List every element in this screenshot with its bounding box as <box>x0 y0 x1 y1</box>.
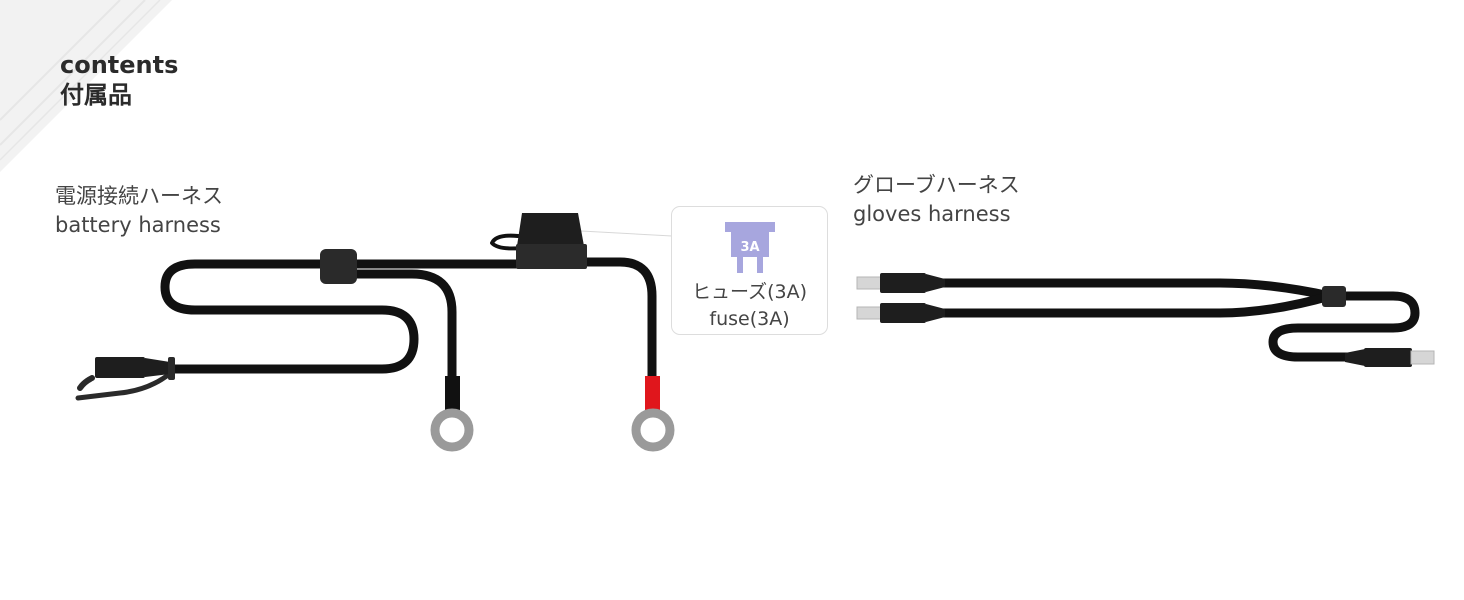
sae-connector <box>75 357 175 401</box>
fuse-label-en: fuse(3A) <box>709 308 790 330</box>
battery-harness <box>160 233 657 383</box>
gloves-harness-label: グローブハーネス gloves harness <box>853 171 1020 229</box>
positive-ring-terminal <box>631 376 675 452</box>
gloves-main-cable <box>1268 291 1420 362</box>
battery-junction-boot <box>320 249 357 284</box>
battery-harness-label-ja: 電源接続ハーネス <box>55 184 223 208</box>
gloves-harness-label-en: gloves harness <box>853 202 1011 226</box>
fuse-wire-loop <box>490 233 524 251</box>
gloves-splitter-boot <box>1322 286 1346 307</box>
positive-cable <box>575 257 657 383</box>
heading-english: contents <box>60 51 179 79</box>
negative-ring-terminal <box>430 376 474 452</box>
fuse-label-ja: ヒューズ(3A) <box>692 281 807 303</box>
fuse-callout-box: 3A ヒューズ(3A) fuse(3A) <box>671 206 828 335</box>
battery-harness-label-en: battery harness <box>55 213 221 237</box>
blade-fuse-icon: 3A <box>725 222 775 273</box>
fuse-label: ヒューズ(3A) fuse(3A) <box>672 279 827 333</box>
corner-stripes-decoration <box>0 0 172 172</box>
glove-connector-lower <box>856 303 945 323</box>
fuse-holder <box>516 213 587 269</box>
gloves-harness-label-ja: グローブハーネス <box>853 173 1020 197</box>
heading-japanese: 付属品 <box>60 81 132 109</box>
gloves-cable-upper <box>935 278 1335 301</box>
gloves-end-connector <box>1345 348 1435 367</box>
glove-connector-upper <box>856 273 945 293</box>
gloves-cable-lower <box>935 291 1335 318</box>
battery-main-cable <box>160 259 419 374</box>
battery-harness-label: 電源接続ハーネス battery harness <box>55 182 223 240</box>
negative-cable <box>335 269 457 383</box>
page-heading: contents 付属品 <box>60 50 178 110</box>
fuse-rating-badge: 3A <box>740 240 759 255</box>
gloves-harness <box>935 278 1420 362</box>
